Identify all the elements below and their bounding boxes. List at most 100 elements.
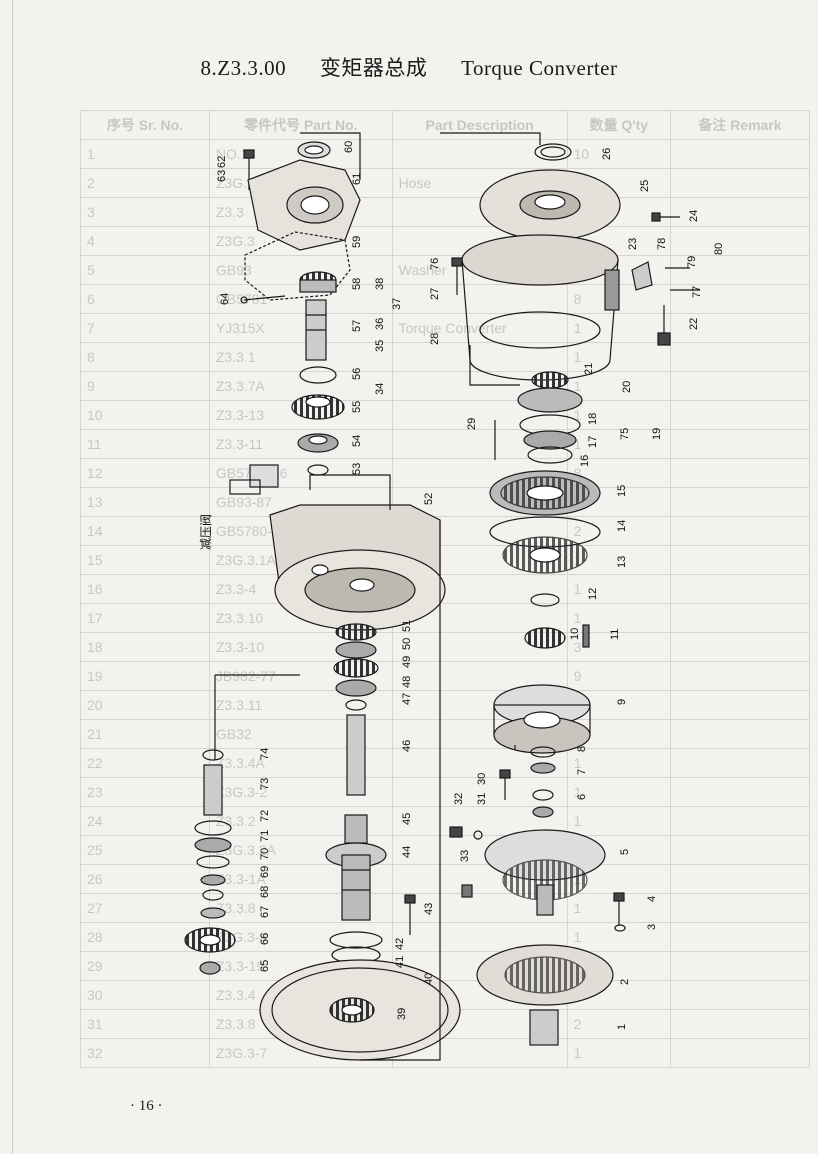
callout-55: 55 (351, 401, 363, 413)
callout-1: 1 (616, 1024, 628, 1030)
ghost-table-header: 零件代号 Part No. (208, 110, 393, 140)
callout-68: 68 (259, 886, 271, 898)
sleeve-45 (344, 814, 368, 844)
callout-52: 52 (423, 493, 435, 505)
gear-pump-58 (299, 271, 337, 293)
bolt-76 (451, 257, 463, 295)
callout-21: 21 (583, 363, 595, 375)
gear-10 (524, 624, 590, 649)
ghost-table-cell: 11 (80, 429, 210, 459)
callout-11: 11 (609, 629, 621, 640)
callout-64: 64 (219, 293, 231, 305)
ghost-table-cell: 2 (80, 168, 210, 198)
callout-18: 18 (587, 413, 599, 425)
callout-12: 12 (587, 588, 599, 600)
ghost-table-cell: 22 (80, 748, 210, 778)
turbine-15 (489, 470, 601, 516)
callout-9: 9 (616, 699, 628, 705)
pump-wheel-9 (493, 684, 591, 754)
ghost-table-cell (669, 487, 811, 517)
ghost-table-cell: 1 (566, 574, 671, 604)
rings-16-18 (519, 414, 581, 464)
callout-44: 44 (401, 846, 413, 858)
gear-55 (291, 394, 345, 420)
ghost-table-header: 备注 Remark (669, 110, 811, 140)
ghost-table-cell: 30 (80, 980, 210, 1010)
callout-22: 22 (688, 318, 700, 330)
callout-66: 66 (259, 933, 271, 945)
ghost-table-cell: 18 (80, 632, 210, 662)
callout-57: 57 (351, 320, 363, 332)
ghost-table-cell: 16 (80, 574, 210, 604)
pin-64 (240, 295, 286, 304)
ghost-table-cell: 6 (80, 284, 210, 314)
bolt-4 (613, 892, 626, 932)
callout-6: 6 (576, 794, 588, 800)
callout-60: 60 (343, 141, 355, 153)
ghost-table-cell: 1 (566, 400, 671, 430)
callout-73: 73 (259, 778, 271, 790)
ghost-table-cell: 8 (80, 342, 210, 372)
rings-6-8 (530, 746, 556, 818)
callout-42: 42 (394, 938, 406, 950)
ghost-table-cell: 23 (80, 777, 210, 807)
ghost-table-cell: 13 (80, 487, 210, 517)
ghost-table-cell (669, 632, 811, 662)
callout-3: 3 (646, 924, 658, 930)
ghost-table-cell (391, 777, 568, 807)
housing-52 (269, 504, 446, 631)
ghost-table-cell (669, 980, 811, 1010)
callout-70: 70 (259, 848, 271, 860)
ghost-table-cell (669, 342, 811, 372)
callout-20: 20 (621, 381, 633, 393)
bolts-30-32 (449, 769, 511, 840)
callout-23: 23 (627, 238, 639, 250)
callout-34: 34 (374, 383, 386, 395)
pump-cover-61 (247, 159, 361, 251)
ghost-table-cell: 15 (80, 545, 210, 575)
callout-5: 5 (619, 849, 631, 855)
bolt-22 (657, 305, 671, 346)
ghost-table-cell (391, 139, 568, 169)
callout-47: 47 (401, 693, 413, 705)
callout-2: 2 (619, 979, 631, 985)
callout-24: 24 (688, 210, 700, 222)
callout-45: 45 (401, 813, 413, 825)
callout-77: 77 (691, 286, 703, 298)
callout-43: 43 (423, 903, 435, 915)
callout-30: 30 (476, 773, 488, 785)
ghost-table-cell (669, 1009, 811, 1039)
callout-53: 53 (351, 463, 363, 475)
callout-31: 31 (476, 793, 488, 805)
callout-17: 17 (587, 436, 599, 448)
ghost-table-cell: 9 (80, 371, 210, 401)
screw-24 (651, 212, 680, 222)
callout-61: 61 (351, 173, 363, 185)
callout-27: 27 (429, 288, 441, 300)
callout-10: 10 (569, 628, 581, 640)
flange-plate-39 (259, 959, 461, 1061)
binding-margin-line (12, 0, 13, 1154)
converter-housing-23 (461, 234, 620, 381)
ghost-table-cell (391, 284, 568, 314)
callout-41: 41 (394, 956, 406, 968)
parts-77-80 (631, 261, 700, 291)
ghost-table-cell (669, 922, 811, 952)
ghost-table-cell: 1 (566, 429, 671, 459)
ghost-table-cell: 14 (80, 516, 210, 546)
ghost-table-cell: 10 (80, 400, 210, 430)
ghost-table-cell: 1 (566, 1038, 671, 1068)
callout-51: 51 (401, 620, 413, 632)
ghost-table-cell: 10 (566, 139, 671, 169)
ghost-table-cell (669, 603, 811, 633)
ghost-table-cell: 20 (80, 690, 210, 720)
callout-59: 59 (351, 236, 363, 248)
ghost-table-cell (669, 197, 811, 227)
callout-16: 16 (579, 455, 591, 467)
ghost-table-cell: 1 (566, 922, 671, 952)
ghost-table-cell (669, 284, 811, 314)
